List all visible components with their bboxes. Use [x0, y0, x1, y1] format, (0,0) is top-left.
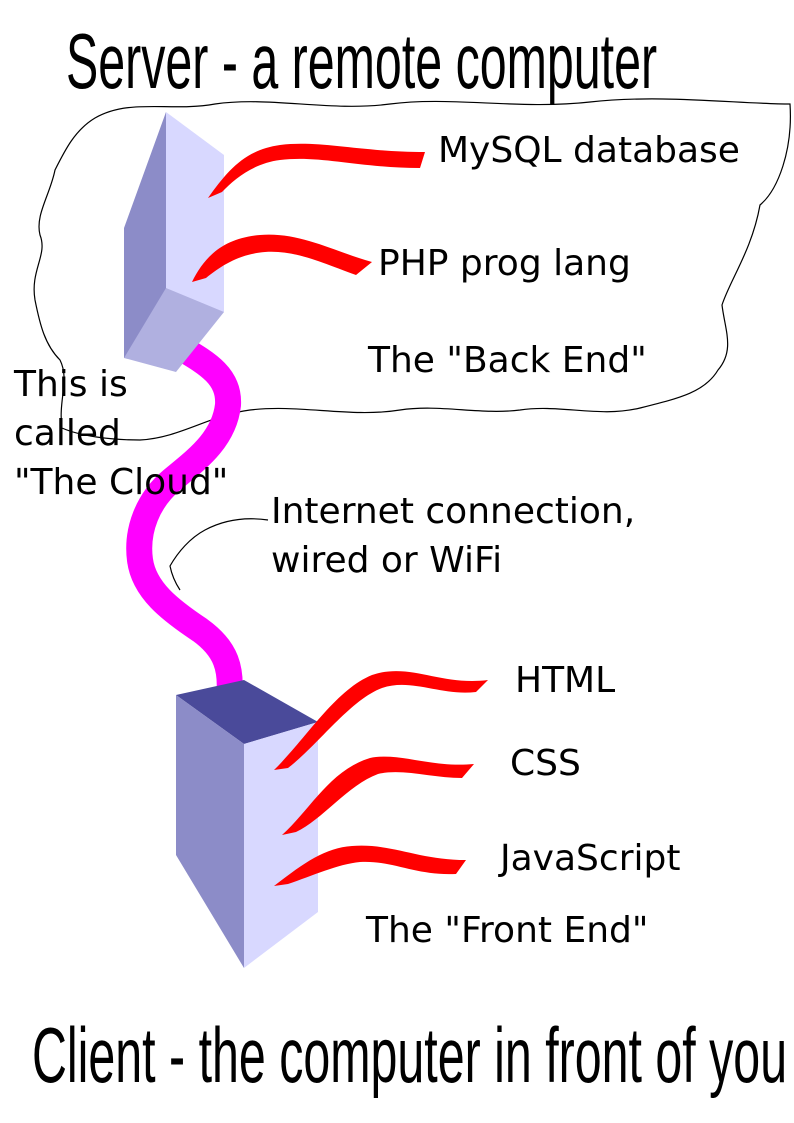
connection-line2: wired or WiFi: [271, 540, 502, 581]
title-top: Server - a remote computer: [66, 17, 657, 105]
server-item-mysql: MySQL database: [438, 130, 740, 171]
cloud-note-line3: "The Cloud": [14, 462, 228, 503]
title-bottom: Client - the computer in front of you: [32, 1011, 787, 1099]
server-item-php: PHP prog lang: [378, 243, 631, 284]
client-box-side: [244, 722, 318, 968]
connection-pointer: [169, 518, 269, 591]
title-top-group: Server - a remote computer: [66, 17, 657, 105]
ribbon-mysql: [208, 143, 425, 198]
internet-cable: [126, 328, 243, 708]
server-box-top: [124, 288, 224, 372]
client-caption: The "Front End": [365, 910, 648, 951]
server-box-front: [124, 112, 166, 358]
cloud-note-line2: called: [14, 413, 121, 454]
title-bottom-group: Client - the computer in front of you: [32, 1011, 787, 1099]
cloud-outline: [33, 98, 791, 441]
client-box-top: [176, 680, 318, 744]
client-item-css: CSS: [510, 743, 581, 784]
client-item-html: HTML: [515, 660, 615, 701]
ribbon-javascript: [274, 845, 466, 886]
ribbon-php: [192, 234, 372, 282]
client-item-javascript: JavaScript: [498, 838, 680, 879]
server-caption: The "Back End": [367, 340, 647, 381]
client-box: [176, 680, 318, 968]
connection-line1: Internet connection,: [271, 491, 635, 532]
ribbon-html: [274, 671, 488, 770]
ribbon-css: [282, 756, 474, 835]
cloud-note-line1: This is: [13, 364, 128, 405]
client-box-front: [176, 695, 244, 968]
server-box: [124, 112, 224, 372]
